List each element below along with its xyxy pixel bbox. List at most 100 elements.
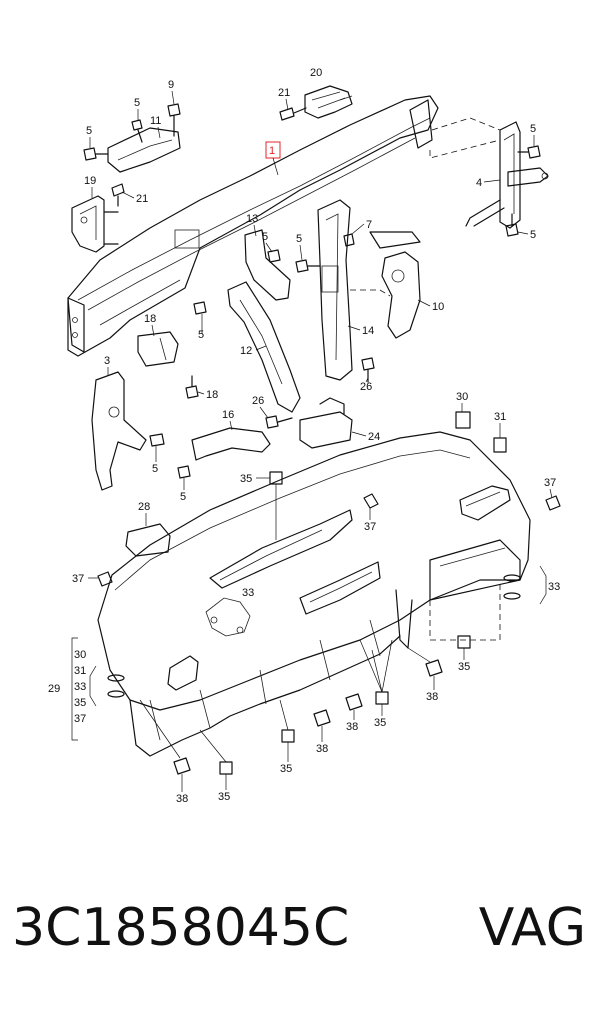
bracket-11 [107, 127, 181, 173]
bolt-9 [167, 103, 181, 137]
washers-33-left [107, 674, 125, 698]
clip-28 [125, 523, 171, 557]
callout-12: 12 [240, 345, 267, 357]
svg-text:7: 7 [366, 219, 372, 231]
svg-text:5: 5 [86, 125, 92, 137]
callout-1-highlight: 1 [265, 141, 281, 176]
part-number: 3C1858045C [12, 898, 350, 958]
callout-26-left: 26 [252, 395, 269, 419]
bolt-26-a [361, 357, 375, 383]
callout-19: 19 [84, 175, 96, 198]
callout-20: 20 [310, 67, 322, 79]
screw-38-b [313, 709, 331, 727]
callout-35-right: 35 [458, 648, 470, 673]
callout-14: 14 [347, 325, 374, 337]
svg-text:30: 30 [74, 649, 86, 661]
svg-text:21: 21 [278, 87, 290, 99]
callout-26-right: 26 [360, 377, 372, 393]
callout-24: 24 [351, 431, 380, 443]
bolt-26-b [265, 415, 293, 429]
bolt-5-b [83, 147, 109, 161]
svg-text:30: 30 [456, 391, 468, 403]
callout-10: 10 [417, 299, 444, 313]
callout-38-b: 38 [316, 726, 328, 755]
svg-text:35: 35 [458, 661, 470, 673]
bracket-12 [227, 281, 301, 413]
svg-text:5: 5 [198, 329, 204, 341]
bolt-21-left [111, 183, 125, 207]
callout-5-bracket3: 5 [152, 446, 158, 475]
callout-35-c: 35 [374, 704, 386, 729]
washers-33-right [503, 574, 521, 600]
callout-35-b: 35 [280, 742, 292, 775]
svg-text:37: 37 [72, 573, 84, 585]
callout-29: 29 [48, 683, 60, 695]
bolt-5-bracket3 [149, 433, 165, 447]
clip-37-c [545, 495, 561, 511]
callout-37-right: 37 [544, 477, 556, 499]
svg-text:38: 38 [346, 721, 358, 733]
svg-text:20: 20 [310, 67, 322, 79]
callout-3: 3 [104, 355, 110, 376]
bolt-5-lower-left [193, 301, 207, 315]
clip-35-c [359, 639, 393, 705]
callout-5-mid-a: 5 [262, 231, 273, 253]
svg-text:5: 5 [152, 463, 158, 475]
callout-5-b: 5 [86, 125, 92, 148]
clip-35-a [199, 729, 233, 775]
bolt-21-top [279, 107, 307, 121]
screw-38-d [407, 647, 443, 677]
svg-text:9: 9 [168, 79, 174, 91]
callout-11: 11 [150, 115, 161, 139]
svg-text:28: 28 [138, 501, 150, 513]
bolt-5-mid-b [295, 259, 321, 273]
callout-5-right-top: 5 [530, 123, 536, 146]
callout-4: 4 [476, 177, 501, 189]
callout-31-group: 31 [74, 665, 86, 677]
callout-33-right: 33 [548, 581, 560, 593]
bolt-5-mid-a [267, 249, 281, 263]
svg-text:14: 14 [362, 325, 374, 337]
callout-21-left: 21 [121, 191, 148, 205]
bolt-5-bracket16 [177, 465, 191, 479]
cross-member-beam [67, 95, 439, 357]
callout-35-a: 35 [218, 774, 230, 803]
svg-text:12: 12 [240, 345, 252, 357]
bolt-5-right-bottom [505, 213, 519, 237]
bolt-18 [185, 375, 199, 399]
bolt-5-a [131, 119, 143, 143]
callout-9: 9 [168, 79, 175, 105]
svg-text:37: 37 [74, 713, 86, 725]
svg-text:26: 26 [360, 381, 372, 393]
svg-text:5: 5 [180, 491, 186, 503]
clip-37-b [97, 571, 113, 587]
svg-text:35: 35 [280, 763, 292, 775]
dashboard-panel [97, 431, 531, 757]
clip-37-a [363, 493, 379, 509]
callout-5-mid-b: 5 [296, 233, 303, 261]
svg-text:31: 31 [494, 411, 506, 423]
svg-text:5: 5 [262, 231, 268, 243]
bracket-19 [71, 195, 119, 253]
svg-text:3: 3 [104, 355, 110, 367]
callout-30: 30 [456, 391, 468, 412]
callout-33-center: 33 [242, 587, 254, 599]
brand-label: VAG [478, 898, 586, 958]
svg-text:24: 24 [368, 431, 380, 443]
bolt-7 [343, 233, 355, 247]
callout-28: 28 [138, 501, 150, 526]
bracket-13 [244, 229, 291, 301]
exploded-parts-diagram: 20 21 9 5 11 5 19 21 1 5 4 5 13 5 5 7 10… [48, 67, 561, 805]
clip-35-b [279, 699, 295, 743]
svg-text:37: 37 [364, 521, 376, 533]
callout-37-group: 37 [74, 713, 86, 725]
svg-text:38: 38 [426, 691, 438, 703]
bracket-10 [381, 251, 421, 339]
callout-38-right: 38 [426, 676, 438, 703]
screw-38-a [139, 699, 191, 775]
svg-text:5: 5 [296, 233, 302, 245]
bracket-18 [137, 331, 179, 367]
callout-5-right-bottom: 5 [517, 229, 536, 241]
bracket-20 [304, 85, 353, 119]
callout-38-a: 38 [176, 774, 188, 805]
